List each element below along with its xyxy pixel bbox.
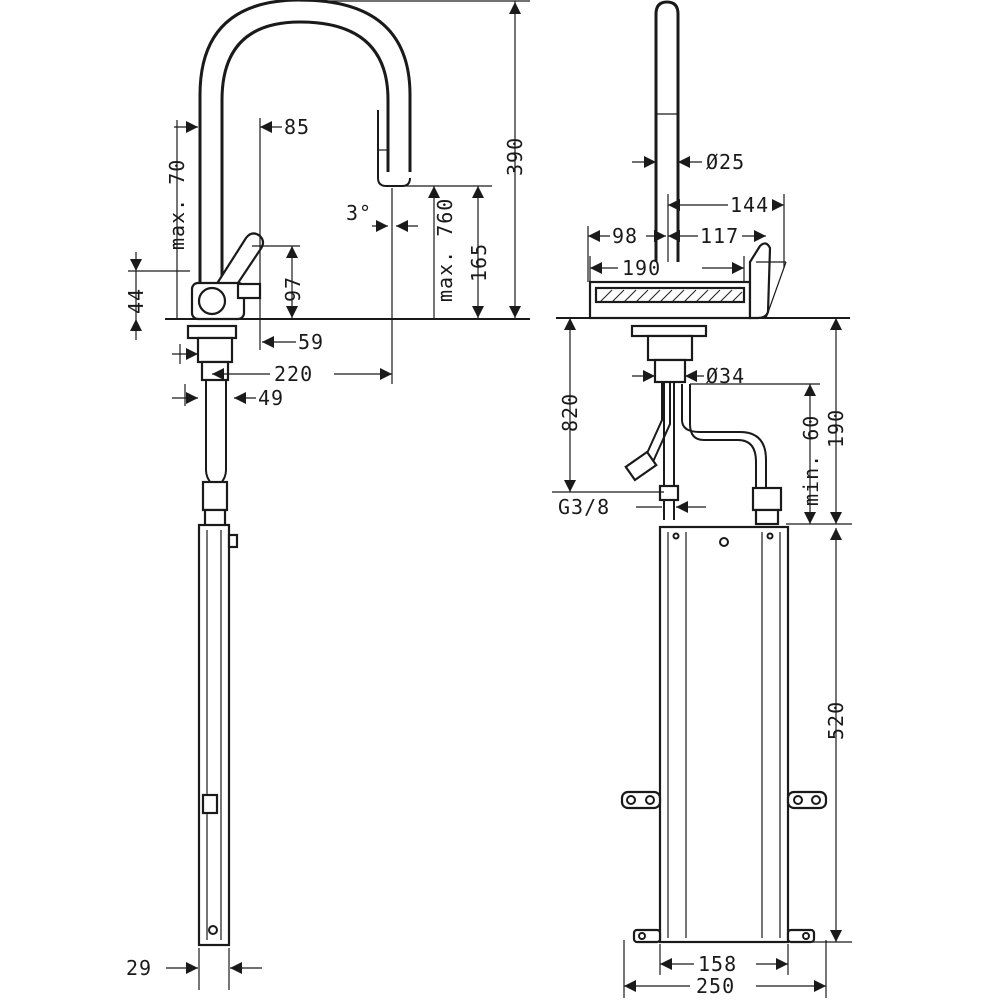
dim-label-390: 390 [503,137,527,176]
front-fixing-nut [646,334,694,362]
front-hose-left-nut [624,450,658,482]
dim-520: 520 [790,528,852,943]
dim-label-220: 220 [274,362,313,386]
dim-29: 29 [126,948,262,990]
dim-label-3deg: 3° [346,201,372,225]
dim-label-max760: max. 760 [433,198,457,302]
front-foot-left [632,928,662,944]
dim-label-g38: G3/8 [558,495,610,519]
dim-190-width: 190 [589,256,745,282]
lever-hub [236,282,262,300]
dim-g38: G3/8 [558,495,706,519]
dim-label-29: 29 [126,956,152,980]
dim-label-165: 165 [467,243,491,282]
dim-117: 117 [668,224,766,248]
dim-98: 98 [587,224,666,282]
dim-250: 250 [623,940,827,998]
dim-44: 44 [124,252,190,340]
side-housing-clip [227,533,239,549]
dim-dia25: Ø25 [632,150,745,174]
side-hose-connector [201,480,229,512]
front-base-plate [630,324,708,338]
dim-190-height: 190 [786,318,852,525]
front-supply-nut [658,484,680,502]
side-view: max. 70 85 3° max. 760 165 [124,0,530,990]
spout-inner [220,20,390,285]
front-hose-left [643,382,663,461]
side-base-plate [186,324,238,340]
dim-85: 85 [259,115,310,350]
front-weight-box [658,525,790,944]
front-pullout-hose-2 [689,384,757,490]
side-fixing-collar [200,360,230,382]
front-view: Ø25 144 98 117 [552,0,852,998]
dim-label-820: 820 [558,393,582,432]
side-hose-left [205,380,213,485]
dim-max760-165: max. 760 165 [404,185,492,318]
dim-min60: min. 60 [690,383,823,524]
cartridge-knob [197,286,227,316]
dim-label-85: 85 [284,115,310,139]
front-hose-left-2 [651,382,671,465]
side-weight-housing [197,523,231,947]
side-hose-connector-2 [203,508,227,528]
dim-label-190-width: 190 [622,256,661,280]
front-lever [748,242,772,320]
dim-label-117: 117 [700,224,739,248]
front-bracket-right [786,790,828,810]
side-hose-right [219,380,227,485]
side-housing-mount [201,793,219,815]
front-fixing-collar [653,358,687,384]
front-box-hole [719,537,729,547]
side-fixing-nut [196,336,234,364]
dim-label-59: 59 [298,330,324,354]
dim-390: 390 [300,0,530,318]
dim-label-97: 97 [281,276,305,302]
dim-label-190-height: 190 [824,409,848,448]
dim-max70: max. 70 [165,120,198,320]
dim-label-144: 144 [730,193,769,217]
front-foot-right [786,928,816,944]
front-box-screw-r [766,532,774,540]
front-spout [654,0,680,262]
dim-59: 59 [262,330,324,354]
dim-220: 220 [212,188,393,386]
dim-820: 820 [552,318,664,493]
front-body-hatch [599,289,743,303]
dim-label-250: 250 [696,974,735,998]
dim-label-44: 44 [124,288,148,314]
front-pullout-connector-2 [754,508,780,526]
spout-outer [198,0,412,285]
dim-158: 158 [659,944,789,976]
dim-label-520: 520 [824,701,848,740]
dim-49: 49 [172,384,284,410]
dim-label-min60: min. 60 [799,415,823,506]
front-lever-swing [765,261,787,319]
dim-3deg: 3° [346,201,418,232]
dim-label-49: 49 [258,386,284,410]
dim-label-dia25: Ø25 [706,150,745,174]
front-bracket-left [620,790,662,810]
dim-label-98: 98 [612,224,638,248]
dim-97: 97 [252,245,305,318]
front-box-screw-l [672,532,680,540]
dim-label-158: 158 [698,952,737,976]
front-pullout-connector [751,486,783,512]
dim-144: 144 [667,193,784,262]
dim-label-max70: max. 70 [165,159,189,250]
dim-under-deck [172,344,198,364]
spray-head [377,110,411,187]
side-housing-bolt [208,925,218,935]
front-pullout-hose [681,384,767,490]
